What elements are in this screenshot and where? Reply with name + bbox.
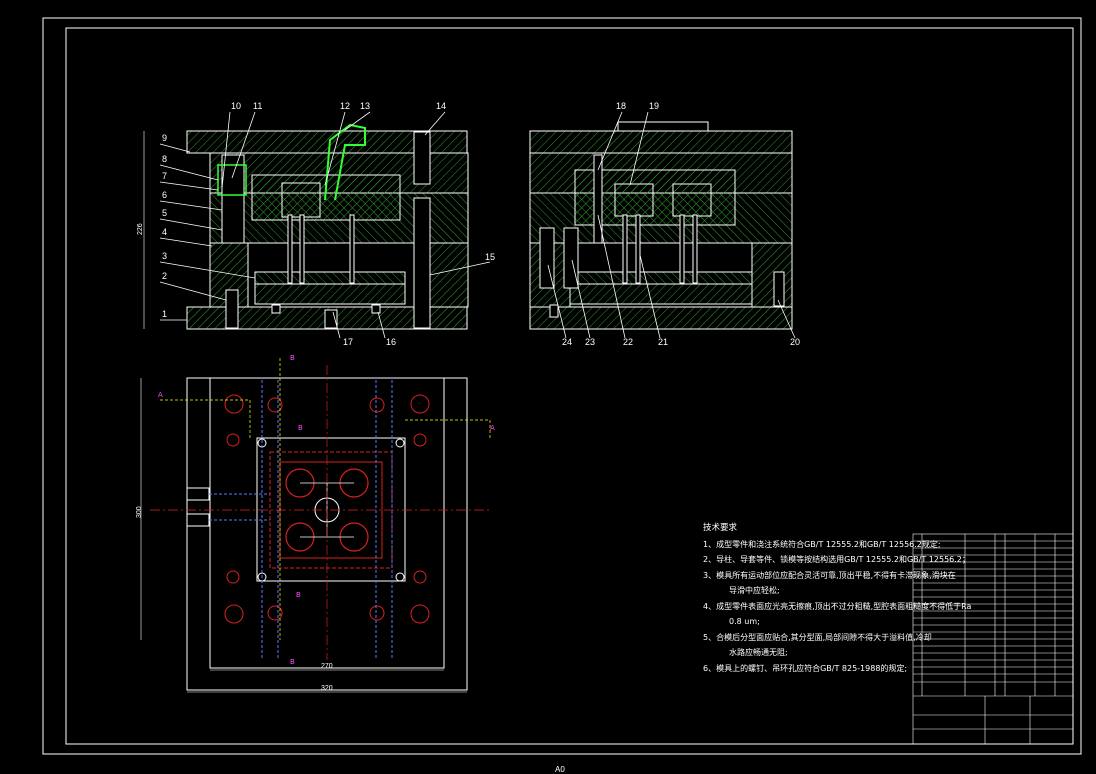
section-marker-b-bottom: B xyxy=(290,658,295,666)
dimension-width-outer: 320 xyxy=(321,685,333,692)
part-number-1: 1 xyxy=(162,309,167,319)
section-marker-b-top: B xyxy=(290,354,295,362)
requirement-line-4: 导滑中应轻松; xyxy=(729,586,780,595)
sheet-size-label: A0 xyxy=(555,765,565,774)
part-number-11: 11 xyxy=(253,101,262,111)
part-number-20: 20 xyxy=(790,337,800,347)
part-number-9: 9 xyxy=(162,133,167,143)
part-number-4: 4 xyxy=(162,227,167,237)
part-number-6: 6 xyxy=(162,190,167,200)
requirement-line-5: 4、成型零件表面应光亮无擦痕,顶出不过分粗糙,型腔表面粗糙度不得低于Ra xyxy=(703,601,972,611)
section-marker-a-left: A xyxy=(158,391,163,399)
front-view-labels: 1 2 3 4 5 6 7 8 9 10 11 12 13 14 15 16 1… xyxy=(162,101,495,347)
requirement-line-7: 5、合模后分型面应贴合,其分型面,局部间隙不得大于溢料值,冷却 xyxy=(703,632,932,642)
part-number-14: 14 xyxy=(436,101,446,111)
title-block xyxy=(912,533,1074,745)
side-view-labels: 18 19 20 21 22 23 24 xyxy=(562,101,800,347)
dimension-height-plan: 300 xyxy=(136,506,143,518)
section-marker-b-lower: B xyxy=(296,591,301,599)
part-number-23: 23 xyxy=(585,337,595,347)
requirement-line-1: 1、成型零件和浇注系统符合GB/T 12555.2和GB/T 12556.2规定… xyxy=(703,539,941,549)
requirement-line-8: 水路应畅通无阻; xyxy=(729,648,788,657)
part-number-8: 8 xyxy=(162,154,167,164)
sheet-inner-border xyxy=(65,27,1074,745)
dimension-width-inner: 270 xyxy=(321,663,333,670)
part-number-19: 19 xyxy=(649,101,659,111)
part-number-7: 7 xyxy=(162,171,167,181)
dimension-height-front: 226 xyxy=(137,223,144,235)
section-markers: B B B B A A xyxy=(158,354,495,666)
requirement-line-2: 2、导柱、导套等件、锁模等按结构选用GB/T 12555.2和GB/T 1255… xyxy=(703,555,970,564)
front-section-view xyxy=(186,123,469,330)
part-number-13: 13 xyxy=(360,101,370,111)
part-number-2: 2 xyxy=(162,271,167,281)
part-number-18: 18 xyxy=(616,101,626,111)
part-number-3: 3 xyxy=(162,251,167,261)
front-view-leaders xyxy=(159,111,491,339)
part-number-16: 16 xyxy=(386,337,396,347)
requirement-line-6: 0.8 um; xyxy=(729,617,760,626)
part-number-10: 10 xyxy=(231,101,241,111)
section-marker-a-right: A xyxy=(490,424,495,432)
section-marker-b-upper: B xyxy=(298,424,303,432)
technical-requirements-title: 技术要求 xyxy=(703,523,738,533)
side-section-view xyxy=(529,121,793,330)
part-number-5: 5 xyxy=(162,208,167,218)
part-number-17: 17 xyxy=(343,337,353,347)
part-number-21: 21 xyxy=(658,337,668,347)
technical-requirements: 技术要求 1、成型零件和浇注系统符合GB/T 12555.2和GB/T 1255… xyxy=(703,521,972,676)
requirement-line-9: 6、模具上的螺钉、吊环孔应符合GB/T 825-1988的规定; xyxy=(703,663,908,673)
plan-view xyxy=(150,358,491,691)
requirement-line-3: 3、模具所有运动部位应配合灵活可靠,顶出平稳,不得有卡滞现象,滑块在 xyxy=(703,570,956,580)
part-number-24: 24 xyxy=(562,337,572,347)
side-view-leaders xyxy=(547,111,796,339)
part-number-15: 15 xyxy=(485,252,495,262)
sheet-outer-border xyxy=(42,17,1082,755)
part-number-22: 22 xyxy=(623,337,633,347)
part-number-12: 12 xyxy=(340,101,350,111)
